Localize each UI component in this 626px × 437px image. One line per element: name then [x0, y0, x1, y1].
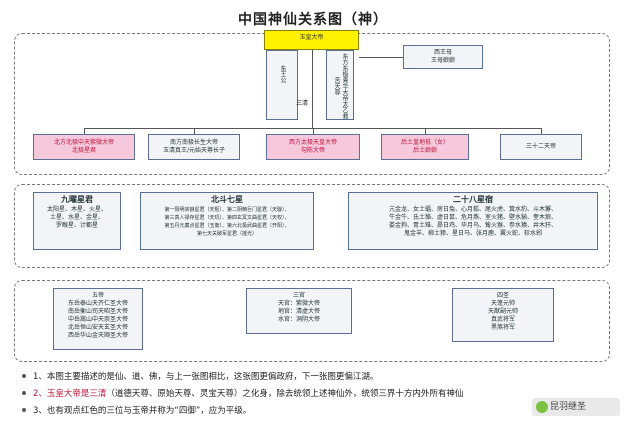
big-dipper-heading: 北斗七星: [211, 195, 243, 204]
connector-drop-1: [84, 128, 85, 134]
four-saints-line: 天蓬元帅: [490, 300, 515, 307]
note-text-red: 2、玉皇大帝是三清: [33, 389, 107, 399]
row-box-line: 玉清真王/元始天尊长子: [162, 147, 226, 154]
jade-emperor-label: 玉皇大帝: [299, 34, 324, 41]
big-dipper-line: 第三真人禄存星君（天玑）、第四玄冥文曲星君（天权）、: [164, 215, 290, 221]
row-box-line: 三十二天帝: [525, 143, 556, 150]
bullet-icon: [22, 373, 26, 378]
big-dipper-line: 第七天关破军星君（摇光）: [196, 231, 257, 237]
bottom-section-frame: [14, 280, 610, 362]
nine-luminaries-heading: 九曜星君: [61, 195, 93, 204]
row-box-line: 北方北极中天紫微大帝: [53, 139, 114, 146]
connector-drop-2: [194, 128, 195, 134]
thirty-two-emperors-box: 三十二天帝: [500, 134, 582, 160]
xiwangmu-box: 西王母 王母娘娘: [403, 45, 483, 69]
five-emperors-box: 五帝 东岳泰山天齐仁圣大帝 南岳衡山司天昭圣大帝 中岳嵩山中天崇圣大帝 北岳恒山…: [53, 288, 143, 350]
connector-trunk: [312, 50, 313, 128]
notes-list: 1、本图主要描述的是仙、道、佛，与上一张图相比，这张图更偏政府，下一张图更偏江湖…: [22, 369, 582, 420]
watermark-text: 昆羽继圣: [550, 402, 587, 412]
northern-emperor-box: 北方北极中天紫微大帝 北极星君: [33, 134, 135, 160]
xiwangmu-line-2: 王母娘娘: [430, 57, 455, 64]
three-officials-line: 地官：清虚大帝: [277, 308, 320, 315]
note-text: 3、也有观点红色的三位与玉帝并称为“四御”，应为平级。: [33, 406, 252, 416]
connector-drop-4: [425, 128, 426, 134]
big-dipper-box: 北斗七星 第一阳明贪狼星君（天枢）、第二阴精巨门星君（天璇）、 第三真人禄存星君…: [140, 192, 314, 250]
big-dipper-line: 第五丹元廉贞星君（玉衡）、第六北极武曲星君（开阳）、: [164, 223, 290, 229]
five-emperors-line: 中岳嵩山中天崇圣大帝: [67, 316, 128, 323]
dongwanggong-box: 东王公: [266, 50, 298, 120]
row-box-line: 北极星君: [71, 147, 96, 154]
row-box-line: 南方南极长生大帝: [169, 139, 218, 146]
four-saints-heading: 四圣: [496, 292, 509, 299]
note-text: 1、本图主要描述的是仙、道、佛，与上一张图相比，这张图更偏政府，下一张图更偏江湖…: [33, 372, 379, 382]
five-emperors-heading: 五帝: [91, 292, 104, 299]
mansions-line: 亢金龙、女土蝠、房日兔、心月狐、尾火虎、箕水豹、斗木獬、: [388, 206, 557, 213]
four-saints-box: 四圣 天蓬元帅 天猷副元帅 真武将军 黑煞将军: [452, 288, 554, 342]
mansions-line: 牛金牛、氐土貉、虚日鼠、危月燕、室火猪、壁水貐、奎木狼、: [388, 214, 557, 221]
mansions-heading: 二十八星宿: [453, 195, 493, 204]
five-emperors-line: 北岳恒山安天玄圣大帝: [67, 324, 128, 331]
row-box-line: 后土皇地祇（女）: [400, 139, 449, 146]
western-emperor-box: 西方太极天皇大帝 勾陈大帝: [266, 134, 360, 160]
note-item: 1、本图主要描述的是仙、道、佛，与上一张图相比，这张图更偏政府，下一张图更偏江湖…: [22, 369, 582, 386]
row-box-line: 勾陈大帝: [300, 147, 325, 154]
five-emperors-line: 东岳泰山天齐仁圣大帝: [67, 300, 128, 307]
three-officials-box: 三官 天官：紫微大帝 地官：清虚大帝 水官：洞阴大帝: [246, 288, 352, 334]
nine-luminaries-line: 罗睺星、计都星: [55, 222, 98, 229]
note-item: 3、也有观点红色的三位与玉帝并称为“四御”，应为平级。: [22, 403, 582, 420]
houtu-box: 后土皇地祇（女） 后土娘娘: [381, 134, 469, 160]
three-officials-heading: 三官: [292, 292, 305, 299]
stars-section-frame: [14, 184, 610, 268]
three-officials-line: 水官：洞阴大帝: [277, 316, 320, 323]
nine-luminaries-line: 土星、水星、金星、: [49, 214, 104, 221]
row-box-line: 后土娘娘: [412, 147, 437, 154]
xiwangmu-line-1: 西王母: [433, 49, 452, 56]
southern-emperor-box: 南方南极长生大帝 玉清真王/元始天尊长子: [148, 134, 240, 160]
four-saints-line: 黑煞将军: [490, 324, 515, 331]
row-box-line: 西方太极天皇大帝: [288, 139, 337, 146]
three-officials-line: 天官：紫微大帝: [277, 300, 320, 307]
mansions-line: 娄金狗、胃土雉、昴日鸡、毕月乌、觜火猴、参水猿、井木犴、: [388, 222, 557, 229]
four-saints-line: 天猷副元帅: [487, 308, 518, 315]
five-emperors-line: 南岳衡山司天昭圣大帝: [67, 308, 128, 315]
wechat-icon: [536, 401, 548, 413]
connector-to-xiwangmu: [359, 57, 403, 58]
dongwanggong-label: 东王公: [279, 65, 286, 83]
bullet-icon: [22, 407, 26, 412]
five-emperors-line: 西岳华山金天顺圣大帝: [67, 332, 128, 339]
nine-luminaries-box: 九曜星君 太阳星、木星、火星、 土星、水星、金星、 罗睺星、计都星: [33, 192, 121, 250]
watermark-badge: 昆羽继圣: [532, 398, 620, 416]
page-title: 中国神仙关系图（神）: [238, 12, 388, 28]
four-saints-line: 真武将军: [490, 316, 515, 323]
mansions-line: 鬼金羊、柳土獐、星日马、张月鹿、翼火蛇、轸水蚓: [403, 230, 542, 237]
connector-drop-3: [313, 128, 314, 134]
bullet-icon: [22, 390, 26, 395]
dongfang-qinghua-label: 东方东极青华大帝太乙救苦天尊: [333, 53, 348, 119]
twenty-eight-mansions-box: 二十八星宿 亢金龙、女土蝠、房日兔、心月狐、尾火虎、箕水豹、斗木獬、 牛金牛、氐…: [348, 192, 598, 250]
jade-emperor-box: 玉皇大帝: [264, 30, 359, 50]
big-dipper-line: 第一阳明贪狼星君（天枢）、第二阴精巨门星君（天璇）、: [164, 207, 290, 213]
sanqing-label: 三清: [296, 100, 309, 107]
note-item: 2、玉皇大帝是三清（道德天尊、原始天尊、灵宝天尊）之化身，除去统领上述神仙外，统…: [22, 386, 582, 403]
connector-drop-5: [541, 128, 542, 134]
dongfang-qinghua-box: 东方东极青华大帝太乙救苦天尊: [326, 50, 354, 120]
note-text: （道德天尊、原始天尊、灵宝天尊）之化身，除去统领上述神仙外，统领三界十方内外所有…: [106, 389, 464, 399]
nine-luminaries-line: 太阳星、木星、火星、: [46, 206, 107, 213]
